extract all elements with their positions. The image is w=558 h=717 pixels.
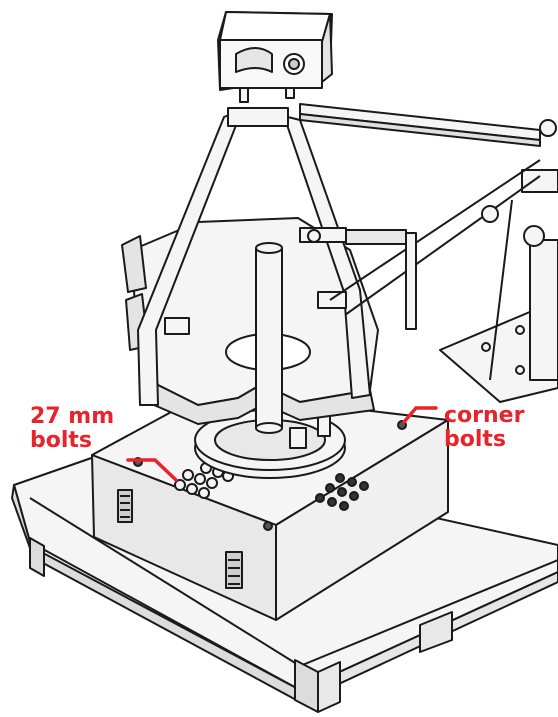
annotation-pointers xyxy=(126,406,438,482)
right-machine-column xyxy=(489,119,558,381)
label-corner-line2: bolts xyxy=(444,427,507,452)
horizontal-arm xyxy=(299,103,545,330)
pointer-27mm xyxy=(126,458,178,482)
label-27mm-line2: bolts xyxy=(30,428,93,453)
bolt-group-right xyxy=(315,473,369,511)
hanger-box xyxy=(217,11,333,103)
label-corner-line1: corner xyxy=(444,403,525,428)
pointer-corner xyxy=(402,406,438,424)
shaft xyxy=(255,242,283,434)
label-27mm-line1: 27 mm xyxy=(30,404,115,429)
label-corner-bolts: corner bolts xyxy=(444,404,524,452)
turntable xyxy=(194,409,346,479)
label-27mm-bolts: 27 mm bolts xyxy=(30,405,114,453)
